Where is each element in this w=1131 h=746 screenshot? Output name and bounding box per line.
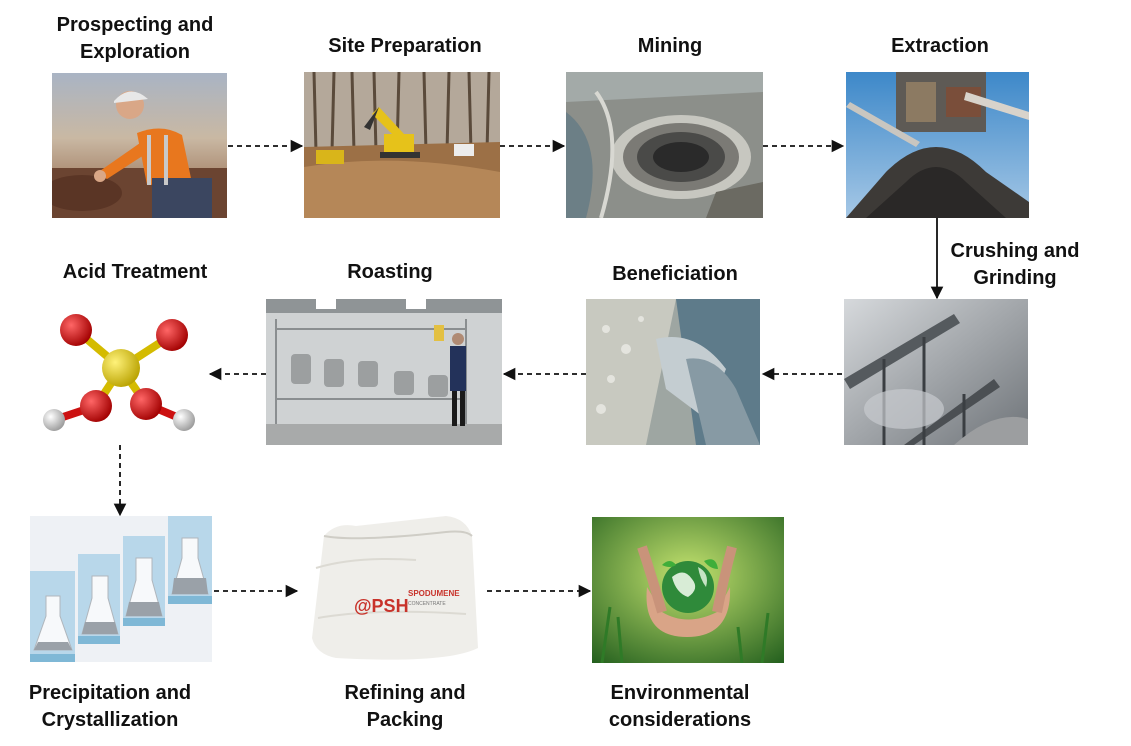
label-crushing: Crushing and Grinding bbox=[950, 240, 1080, 289]
image-site-preparation bbox=[304, 72, 500, 218]
bag-brand: @PSH bbox=[354, 596, 409, 616]
image-prospecting bbox=[52, 73, 227, 218]
bag-sub: CONCENTRATE bbox=[408, 601, 446, 607]
label-mining: Mining bbox=[637, 35, 703, 57]
bag-product: SPODUMENE bbox=[408, 589, 460, 598]
image-acid-treatment bbox=[36, 300, 206, 445]
image-extraction bbox=[846, 72, 1029, 218]
image-refining: @PSH SPODUMENE CONCENTRATE bbox=[296, 508, 486, 668]
label-precipitation: Precipitation and Crystallization bbox=[28, 682, 192, 731]
label-extraction: Extraction bbox=[891, 35, 989, 57]
label-roasting: Roasting bbox=[347, 261, 433, 283]
image-mining bbox=[566, 72, 763, 218]
image-crushing bbox=[844, 299, 1028, 445]
label-prospecting: Prospecting and Exploration bbox=[56, 14, 214, 63]
image-beneficiation bbox=[586, 299, 760, 445]
label-refining: Refining and Packing bbox=[344, 682, 466, 731]
image-environmental bbox=[592, 517, 784, 663]
label-acid-treatment: Acid Treatment bbox=[62, 261, 208, 283]
image-precipitation bbox=[30, 516, 212, 662]
label-beneficiation: Beneficiation bbox=[612, 263, 738, 285]
label-environmental: Environmental considerations bbox=[608, 682, 752, 731]
image-roasting bbox=[266, 299, 502, 445]
label-site-preparation: Site Preparation bbox=[328, 35, 482, 57]
